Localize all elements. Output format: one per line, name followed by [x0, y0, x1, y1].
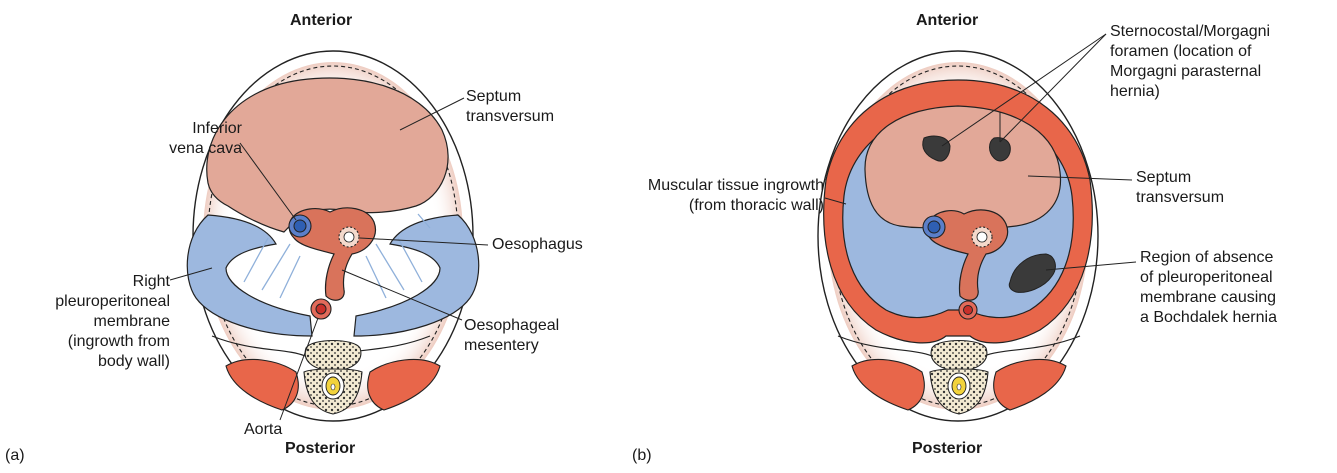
panel-b-posterior-label: Posterior [912, 439, 982, 459]
central-canal [957, 384, 961, 390]
panel-a [170, 51, 488, 421]
panel-b [818, 34, 1136, 421]
oesophagus-lumen [977, 232, 987, 242]
panel-b-bochdalek-label: Region of absence of pleuroperitoneal me… [1140, 248, 1277, 328]
panel-a-aorta-label: Aorta [244, 420, 282, 440]
panel-a-ivc-label: Inferior vena cava [160, 119, 242, 159]
vertebral-body [305, 341, 361, 372]
panel-b-muscular-label: Muscular tissue ingrowth (from thoracic … [580, 176, 824, 216]
panel-a-oesophagus-label: Oesophagus [492, 235, 583, 255]
panel-a-posterior-label: Posterior [285, 439, 355, 459]
panel-a-anterior-label: Anterior [290, 11, 352, 31]
panel-b-septum-label: Septum transversum [1136, 168, 1224, 208]
panel-a-right-ppm-label: Right pleuroperitoneal membrane (ingrowt… [20, 272, 170, 372]
panel-b-morgagni-label: Sternocostal/Morgagni foramen (location … [1110, 22, 1270, 102]
panel-b-tag: (b) [632, 446, 652, 466]
panel-b-anterior-label: Anterior [916, 11, 978, 31]
aorta-inner [316, 304, 326, 314]
panel-a-mesentery-label: Oesophageal mesentery [464, 316, 559, 356]
central-canal [331, 384, 335, 390]
ivc-inner [294, 220, 306, 232]
oesophagus-lumen [344, 232, 354, 242]
ivc-inner [928, 221, 940, 233]
aorta-inner [964, 306, 973, 315]
right-back-muscle [368, 359, 440, 410]
left-back-muscle [852, 359, 924, 410]
panel-a-septum-label: Septum transversum [466, 87, 554, 127]
panel-a-tag: (a) [5, 446, 25, 466]
right-back-muscle [994, 359, 1066, 410]
left-back-muscle [226, 359, 298, 410]
vertebral-body [931, 341, 987, 372]
